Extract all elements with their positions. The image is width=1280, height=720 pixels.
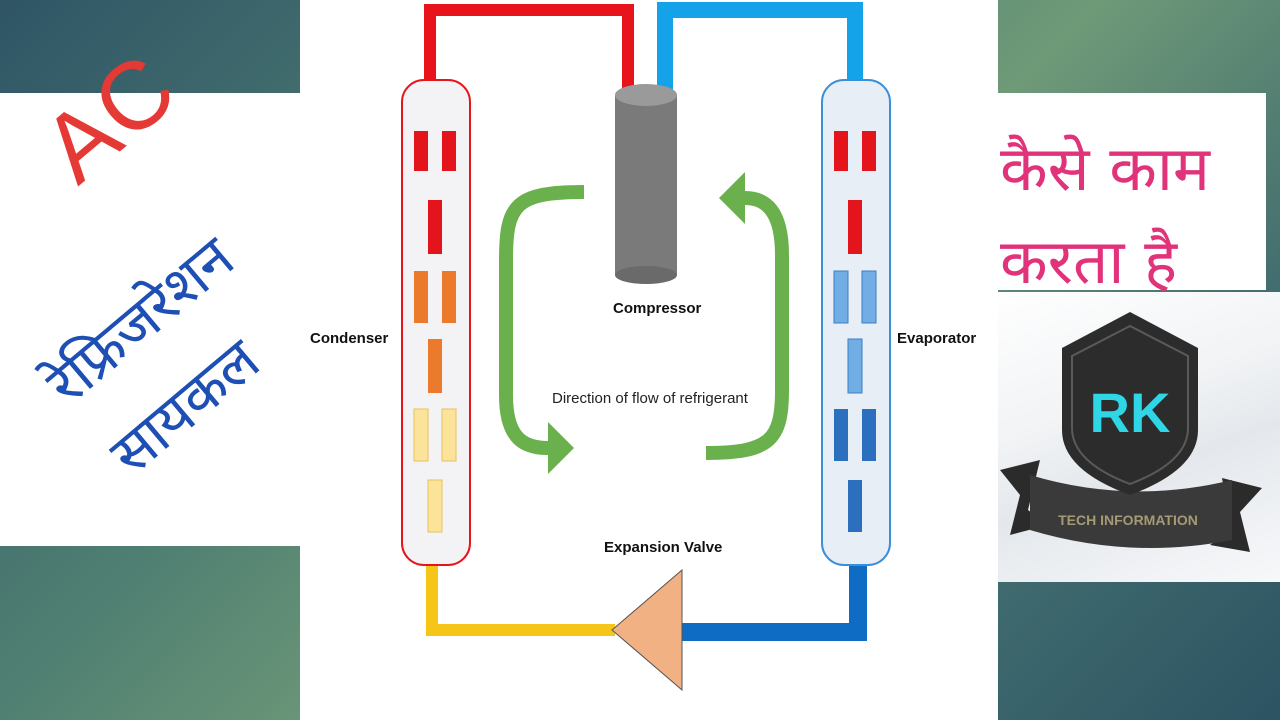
flow-label: Direction of flow of refrigerant — [552, 390, 749, 407]
title-works: करता है — [1000, 225, 1178, 298]
flow-arrow-right — [705, 172, 789, 460]
evaporator-tubes — [833, 131, 877, 532]
evaporator-label: Evaporator — [897, 330, 976, 347]
cold-pipe — [657, 2, 863, 90]
condenser-tubes — [413, 131, 457, 533]
title-how-it: कैसे काम — [1000, 132, 1210, 205]
valve-label: Expansion Valve — [604, 539, 722, 556]
flow-arrow-left — [499, 185, 585, 474]
compressor-cylinder — [615, 84, 677, 284]
logo-initials: RK — [1090, 381, 1171, 444]
left-title-panel — [0, 93, 300, 546]
condenser-label: Condenser — [310, 330, 389, 347]
logo-ribbon-text: TECH INFORMATION — [1058, 512, 1198, 528]
right-title-panel — [998, 93, 1266, 290]
logo-ribbon-right — [1210, 478, 1262, 552]
logo-shield-outer — [1062, 312, 1198, 495]
logo-shield-inner — [1071, 324, 1189, 486]
return-pipe — [680, 562, 867, 641]
rk-logo: RK TECH INFORMATION — [1000, 312, 1262, 552]
expansion-valve — [611, 568, 683, 692]
logo-ribbon — [1030, 475, 1232, 548]
compressor-label: Compressor — [613, 300, 702, 317]
hot-pipe — [424, 4, 634, 90]
liquid-pipe — [426, 560, 615, 636]
